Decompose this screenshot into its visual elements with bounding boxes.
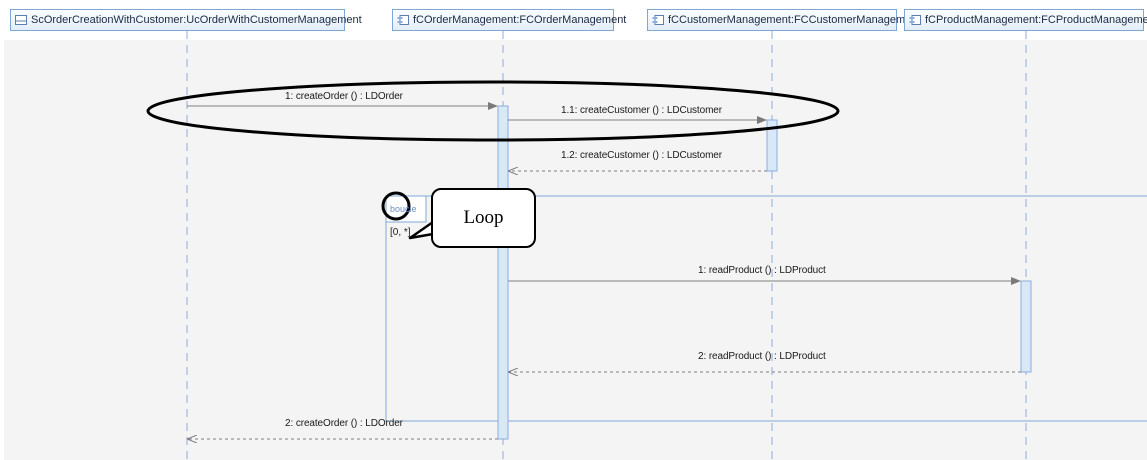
callout-text: Loop — [463, 207, 504, 228]
lifeline-header-product[interactable]: fCProductManagement:FCProductManagement — [904, 9, 1147, 31]
lifeline-header-sc[interactable]: ScOrderCreationWithCustomer:UcOrderWithC… — [10, 9, 362, 31]
callout-pointer — [408, 220, 434, 240]
component-icon — [909, 15, 921, 25]
message-label[interactable]: 1.2: createCustomer () : LDCustomer — [561, 150, 722, 161]
highlight-ellipse — [146, 80, 840, 142]
lifeline-header-order[interactable]: fCOrderManagement:FCOrderManagement — [392, 9, 626, 31]
highlight-circle — [381, 191, 411, 221]
loop-operator-label[interactable]: boucle — [390, 204, 417, 214]
message-label[interactable]: 2: createOrder () : LDOrder — [285, 418, 403, 429]
loop-guard-label: [0, *] — [390, 227, 411, 238]
lifeline-header-customer[interactable]: fCCustomerManagement:FCCustomerManagemen… — [647, 9, 921, 31]
lifeline-label: fCCustomerManagement:FCCustomerManagemen… — [668, 14, 921, 26]
component-icon — [652, 15, 664, 25]
message-label[interactable]: 1.1: createCustomer () : LDCustomer — [561, 105, 722, 116]
loop-callout: Loop — [431, 188, 536, 248]
message-label[interactable]: 2: readProduct () : LDProduct — [698, 351, 826, 362]
message-label[interactable]: 1: readProduct () : LDProduct — [698, 265, 826, 276]
component-icon — [397, 15, 409, 25]
lifeline-label: fCOrderManagement:FCOrderManagement — [413, 14, 627, 26]
lifeline-label: fCProductManagement:FCProductManagement — [925, 14, 1147, 26]
boundary-icon — [15, 15, 27, 25]
loop-fragment-frame — [385, 195, 1147, 422]
activation-product — [1020, 280, 1032, 373]
activation-customer — [766, 119, 778, 172]
message-label[interactable]: 1: createOrder () : LDOrder — [285, 91, 403, 102]
activation-order — [497, 105, 509, 440]
lifeline-label: ScOrderCreationWithCustomer:UcOrderWithC… — [31, 14, 362, 26]
